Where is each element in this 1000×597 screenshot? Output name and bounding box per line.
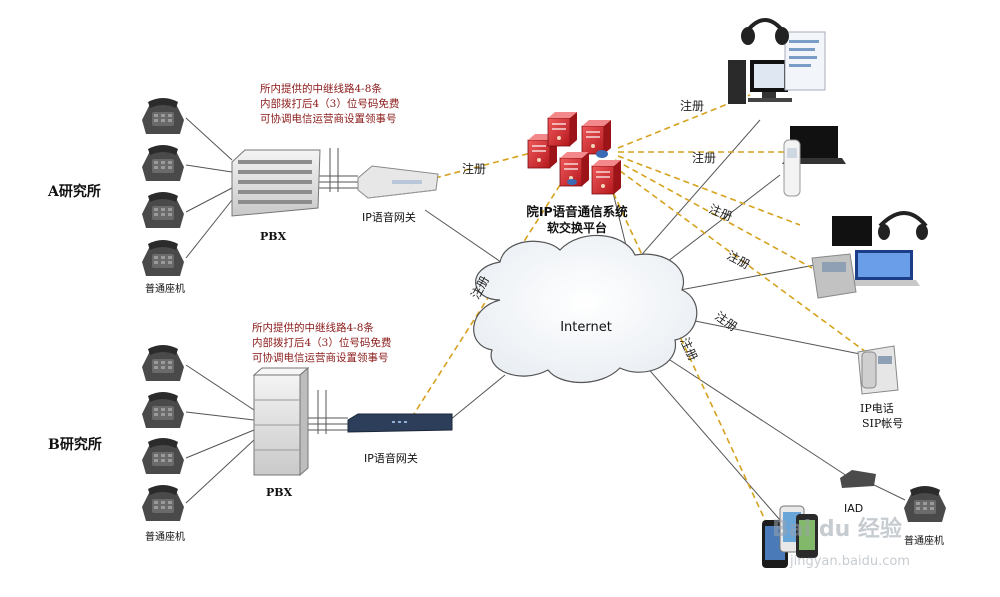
ip-phone-label: IP电话 [860,402,894,415]
iad-label: IAD [844,502,863,515]
platform-title: 院IP语音通信系统 [526,204,628,219]
watermark: Bai du 经验 jingyan.baidu.com [772,516,910,569]
sip-account-label: SIP帐号 [862,417,903,430]
site-b-phones [142,345,184,521]
site-a-phone-links [185,117,358,259]
svg-text:注册: 注册 [725,247,753,272]
svg-text:可协调电信运营商设置领事号: 可协调电信运营商设置领事号 [260,112,397,125]
svg-text:注册: 注册 [677,335,701,363]
iad-device [840,470,876,488]
site-b-pbx-label: PBX [266,486,293,499]
site-b-gateway-label: IP语音网关 [364,451,418,465]
internet-label: Internet [560,320,612,335]
svg-text:内部拨打后4（3）位号码免费: 内部拨打后4（3）位号码免费 [260,97,399,110]
svg-text:jingyan.baidu.com: jingyan.baidu.com [789,554,910,569]
register-links [404,94,871,521]
internet-cloud: Internet [473,235,698,384]
svg-text:内部拨打后4（3）位号码免费: 内部拨打后4（3）位号码免费 [252,336,391,349]
site-b-label: B研究所 [48,436,102,453]
site-b-phones-label: 普通座机 [145,530,185,543]
site-a-gateway-label: IP语音网关 [362,210,416,224]
site-b-pbx [252,366,310,477]
ip-phone-endpoint [857,345,899,395]
svg-text:可协调电信运营商设置领事号: 可协调电信运营商设置领事号 [252,351,389,364]
iad-phone-label: 普通座机 [904,534,944,547]
platform-subtitle: 软交换平台 [547,220,607,235]
svg-text:Bai du 经验: Bai du 经验 [772,516,902,542]
site-b-phone-links [185,364,348,504]
svg-text:注册: 注册 [680,98,704,113]
softswitch-servers [527,111,622,195]
svg-text:注册: 注册 [462,161,486,176]
desk-softphone-endpoint [811,211,928,299]
svg-text:注册: 注册 [707,201,735,224]
svg-text:所内提供的中继线路4-8条: 所内提供的中继线路4-8条 [252,321,374,334]
site-a-pbx-label: PBX [260,230,287,243]
iad-phone [904,486,946,522]
site-a-gateway [357,165,439,199]
site-a-pbx [231,149,321,217]
site-a-phones [142,98,184,276]
svg-text:注册: 注册 [712,308,740,334]
site-a-phones-label: 普通座机 [145,282,185,295]
laptop-ipphone-endpoint [782,126,846,197]
site-b-gateway [347,413,453,433]
svg-text:所内提供的中继线路4-8条: 所内提供的中继线路4-8条 [260,82,382,95]
pc-softphone-endpoint [728,18,826,104]
svg-text:注册: 注册 [692,150,716,165]
mobile-devices [762,505,818,568]
site-a-note: 所内提供的中继线路4-8条 内部拨打后4（3）位号码免费 可协调电信运营商设置领… [260,82,399,125]
site-a-label: A研究所 [47,183,101,200]
site-b-note: 所内提供的中继线路4-8条 内部拨打后4（3）位号码免费 可协调电信运营商设置领… [252,321,391,364]
